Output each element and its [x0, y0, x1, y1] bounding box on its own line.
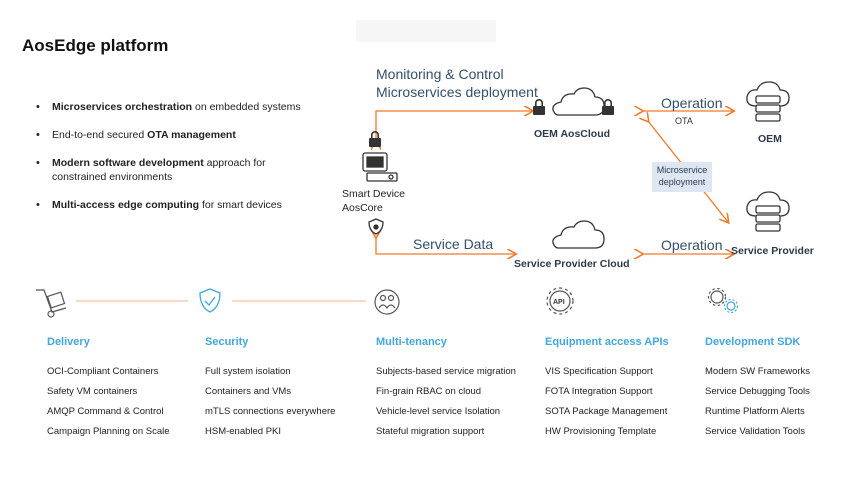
- microservices-deployment-label: Microservices deployment: [376, 84, 538, 100]
- microservice-deployment-box: Microservice deployment: [652, 162, 712, 192]
- feature-item: Service Validation Tools: [705, 426, 805, 437]
- bullet-item: Modern software development approach for…: [36, 156, 302, 184]
- oem-aoscloud-label: OEM AosCloud: [534, 128, 611, 140]
- feature-heading: Delivery: [47, 336, 90, 348]
- svg-text:API: API: [553, 299, 565, 306]
- feature-item: FOTA Integration Support: [545, 386, 653, 397]
- cloud-icon: [552, 87, 605, 116]
- faded-header-tab: [356, 20, 496, 42]
- operation-label: Operation: [661, 95, 723, 111]
- service-provider-label: Service Provider: [731, 245, 814, 257]
- feature-item: Fin-grain RBAC on cloud: [376, 386, 482, 397]
- feature-item: VIS Specification Support: [545, 366, 653, 377]
- aoscore-label: AosCore: [342, 202, 383, 214]
- gears-icon: [707, 287, 739, 314]
- shield-icon: [368, 218, 384, 235]
- users-icon: [374, 289, 400, 315]
- feature-item: OCI-Compliant Containers: [47, 366, 159, 377]
- feature-column-development-sdk: Development SDK Modern SW Frameworks Ser…: [705, 336, 850, 442]
- bullet-bold: Modern software development: [52, 157, 204, 169]
- bullet-item: End-to-end secured OTA management: [36, 128, 336, 142]
- lock-icon: [369, 131, 381, 147]
- bullet-list: Microservices orchestration on embedded …: [36, 100, 336, 226]
- feature-item: Campaign Planning on Scale: [47, 426, 170, 437]
- page-title: AosEdge platform: [22, 36, 169, 55]
- smart-device-icon: [362, 152, 398, 182]
- feature-heading: Security: [205, 336, 249, 348]
- feature-heading: Multi-tenancy: [376, 336, 447, 348]
- feature-heading: Equipment access APIs: [545, 336, 669, 348]
- deployment-label: deployment: [658, 177, 706, 187]
- lock-icon: [602, 99, 614, 115]
- feature-item: Modern SW Frameworks: [705, 366, 811, 377]
- feature-item: HSM-enabled PKI: [205, 426, 282, 437]
- bullet-item: Multi-access edge computing for smart de…: [36, 198, 336, 212]
- feature-item: Runtime Platform Alerts: [705, 406, 805, 417]
- api-gear-icon: API: [546, 287, 574, 315]
- server-cloud-icon: [746, 191, 790, 232]
- feature-item: Subjects-based service migration: [376, 366, 516, 377]
- bullet-text: on embedded systems: [192, 101, 301, 113]
- bullet-text: approach for constrained environments: [52, 157, 266, 183]
- bullet-bold: Multi-access edge computing: [52, 199, 200, 211]
- bullet-item: Microservices orchestration on embedded …: [36, 100, 336, 114]
- feature-item: AMQP Command & Control: [47, 406, 164, 417]
- feature-column-security: Security Full system isolation Container…: [205, 336, 365, 442]
- feature-item: SOTA Package Management: [545, 406, 668, 417]
- feature-item: Stateful migration support: [376, 426, 485, 437]
- bullet-bold: Microservices orchestration: [52, 101, 193, 113]
- service-data-arrow: [376, 237, 515, 254]
- feature-item: Service Debugging Tools: [705, 386, 810, 397]
- monitoring-arrow: [376, 111, 532, 142]
- cloud-icon: [552, 220, 605, 249]
- server-cloud-icon: [746, 81, 790, 122]
- shield-check-icon: [199, 288, 221, 313]
- feature-heading: Development SDK: [705, 336, 801, 348]
- feature-column-equipment-apis: Equipment access APIs VIS Specification …: [545, 336, 705, 442]
- feature-item: Vehicle-level service Isolation: [376, 406, 501, 417]
- bullet-bold: OTA management: [147, 129, 236, 141]
- feature-item: HW Provisioning Template: [545, 426, 657, 437]
- smart-device-label: Smart Device: [342, 188, 406, 200]
- feature-item: mTLS connections everywhere: [205, 406, 336, 417]
- operation-label: Operation: [661, 237, 723, 253]
- ota-label: OTA: [675, 116, 693, 126]
- monitoring-label: Monitoring & Control: [376, 66, 504, 82]
- bullet-text: for smart devices: [199, 199, 282, 211]
- feature-item: Full system isolation: [205, 366, 291, 377]
- feature-item: Containers and VMs: [205, 386, 292, 397]
- oem-label: OEM: [758, 133, 782, 145]
- service-data-label: Service Data: [413, 236, 494, 252]
- feature-column-multi-tenancy: Multi-tenancy Subjects-based service mig…: [376, 336, 536, 442]
- feature-item: Safety VM containers: [47, 386, 138, 397]
- feature-column-delivery: Delivery OCI-Compliant Containers Safety…: [47, 336, 207, 442]
- microservice-label: Microservice: [656, 165, 708, 175]
- lock-icon: [533, 99, 545, 115]
- service-provider-cloud-label: Service Provider Cloud: [514, 258, 630, 270]
- truck-icon: [36, 289, 67, 318]
- bullet-text: End-to-end secured: [52, 129, 148, 141]
